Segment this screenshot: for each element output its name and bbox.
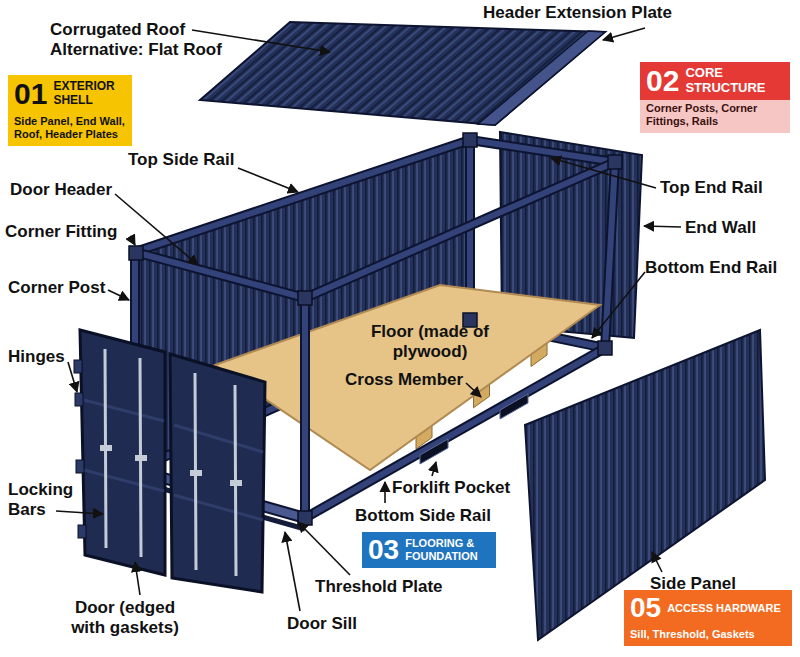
locking-bar (105, 349, 236, 576)
callout-number: 01 (14, 79, 47, 109)
category-body: Side Panel, End Wall, Roof, Header Plate… (8, 113, 132, 146)
part-label: Header Extension Plate (483, 3, 672, 23)
part-label: Bottom Side Rail (355, 506, 491, 526)
category-items: Corner Posts, Corner Fittings, Rails (646, 102, 784, 128)
part-label: Threshold Plate (315, 577, 443, 597)
leader-arrow (108, 290, 129, 300)
hinge (78, 525, 86, 538)
leader-arrow (432, 462, 436, 476)
door-handle (135, 455, 147, 461)
door-handle (230, 480, 242, 486)
category-header: 03FLOORING & FOUNDATION (362, 532, 496, 568)
callout-number: 02 (646, 66, 679, 96)
leader-arrow (238, 168, 298, 192)
part-label: Door (edged with gaskets) (65, 598, 185, 638)
forklift-pocket (420, 439, 448, 464)
category-body: Sill, Threshold, Gaskets (624, 626, 792, 646)
part-label: Top End Rail (660, 178, 763, 198)
part-label: Bottom End Rail (645, 258, 777, 278)
leader-arrow (56, 511, 103, 514)
part-label: Floor (made of plywood) (355, 322, 505, 362)
part-label: End Wall (685, 218, 756, 238)
part-label: Corner Fitting (5, 222, 117, 242)
corner-fitting (129, 246, 143, 260)
door-handle (190, 470, 202, 476)
hinge (76, 460, 84, 473)
leader-arrow (652, 552, 662, 572)
callout-number: 05 (630, 594, 661, 622)
leader-arrow (285, 532, 300, 611)
corner-fitting (598, 341, 612, 355)
category-body: Corner Posts, Corner Fittings, Rails (640, 100, 790, 133)
part-label: Corrugated Roof Alternative: Flat Roof (50, 20, 250, 60)
category-header: 01EXTERIOR SHELL (8, 75, 132, 113)
category-box: 01EXTERIOR SHELLSide Panel, End Wall, Ro… (8, 75, 132, 146)
door-handle (100, 445, 112, 451)
callout-number: 03 (368, 536, 399, 564)
part-label: Top Side Rail (128, 150, 234, 170)
corner-fitting (298, 511, 312, 525)
corner-fitting (463, 133, 477, 147)
leader-arrow (115, 194, 198, 265)
part-label: Cross Member (345, 370, 463, 390)
right-door (170, 354, 265, 592)
category-items: Side Panel, End Wall, Roof, Header Plate… (14, 115, 126, 141)
leader-arrow (551, 158, 656, 188)
leader-arrow (68, 362, 77, 392)
corner-fitting (298, 291, 312, 305)
category-header: 02CORE STRUCTURE (640, 62, 790, 100)
part-label: Side Panel (650, 574, 736, 594)
part-label: Door Header (10, 180, 112, 200)
leader-arrow (135, 562, 140, 595)
leader-arrow (384, 482, 386, 503)
category-heading: ACCESS HARDWARE (667, 602, 781, 615)
category-heading: FLOORING & FOUNDATION (405, 537, 487, 562)
category-heading: EXTERIOR SHELL (53, 80, 123, 108)
category-heading: CORE STRUCTURE (685, 66, 777, 96)
part-label: Forklift Pocket (392, 478, 510, 498)
part-label: Door Sill (287, 614, 357, 634)
part-label: Hinges (8, 347, 65, 367)
forklift-pocket (500, 394, 528, 419)
hinge (75, 393, 83, 406)
leader-arrow (466, 383, 481, 397)
leader-arrow (644, 226, 681, 227)
header-extension-plate (478, 31, 605, 125)
part-label: Corner Post (8, 278, 105, 298)
category-items: Sill, Threshold, Gaskets (630, 628, 786, 641)
leader-arrow (130, 236, 135, 245)
hinge (74, 360, 82, 373)
category-box: 02CORE STRUCTURECorner Posts, Corner Fit… (640, 62, 790, 133)
corner-fitting (608, 155, 622, 169)
left-door (80, 330, 165, 575)
category-header: 05 ACCESS HARDWARE (624, 590, 792, 626)
leader-arrow (298, 522, 350, 575)
roof-panel (200, 22, 605, 125)
part-label: Locking Bars (8, 480, 88, 520)
category-box: 05 ACCESS HARDWARE Sill, Threshold, Gasket… (624, 590, 792, 646)
category-box: 03FLOORING & FOUNDATION (362, 532, 496, 568)
leader-arrow (592, 272, 645, 338)
leader-arrow (603, 28, 645, 40)
